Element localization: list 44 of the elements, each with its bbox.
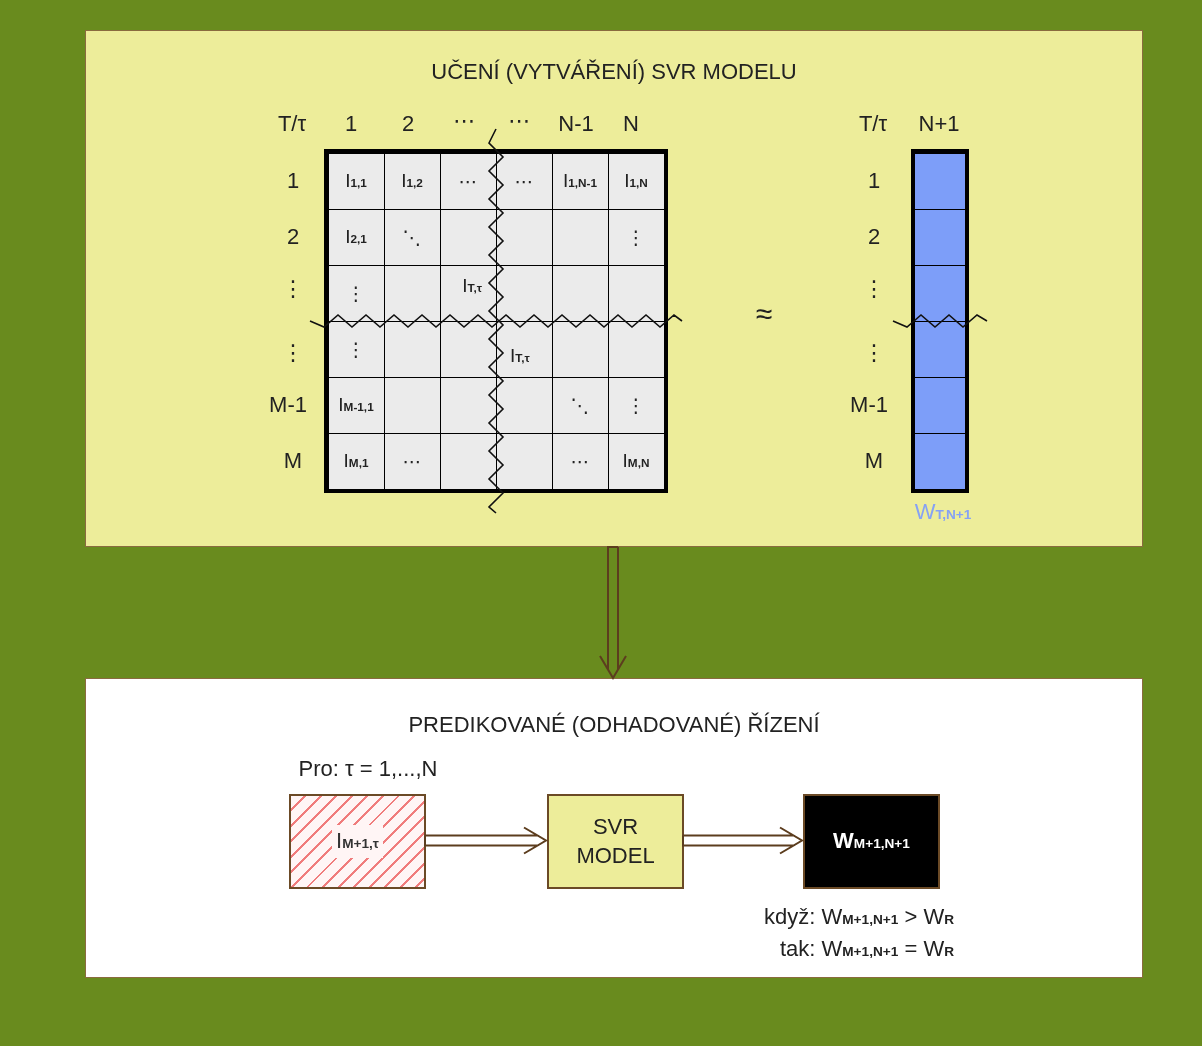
row-header: ⋮	[282, 340, 304, 366]
matrix-entry: ⋯	[402, 449, 422, 473]
column-header: ⋯	[453, 108, 475, 134]
output-box	[803, 794, 940, 889]
row-header: 1	[286, 168, 300, 194]
matrix-entry: ⋱	[402, 225, 422, 249]
column-header: N+1	[918, 111, 960, 137]
row-header: 2	[867, 224, 881, 250]
double-arrow	[424, 826, 548, 855]
input-box	[289, 794, 426, 889]
matrix-entry: ⋯	[458, 169, 478, 193]
column-header: T/τ	[858, 111, 888, 137]
panel-title: UČENÍ (VYTVÁŘENÍ) SVR MODELU	[430, 59, 798, 85]
matrix-entry: ⋱	[570, 393, 590, 417]
stage-panel	[85, 30, 1143, 547]
column-header: T/τ	[277, 111, 307, 137]
matrix-entry: ⋯	[514, 169, 534, 193]
column-header: 1	[344, 111, 358, 137]
double-arrow	[682, 826, 804, 855]
row-header: 1	[867, 168, 881, 194]
column-header: N-1	[558, 111, 594, 137]
matrix-entry: ⋮	[346, 337, 366, 361]
model-box	[547, 794, 684, 889]
row-header: M-1	[850, 392, 888, 418]
row-header: M-1	[269, 392, 307, 418]
loop-note: Pro: τ = 1,...,N	[298, 756, 438, 782]
column-header: ⋯	[508, 108, 530, 134]
matrix-entry: ⋮	[346, 281, 366, 305]
row-header: M	[283, 448, 303, 474]
row-header: 2	[286, 224, 300, 250]
row-header: ⋮	[282, 276, 304, 302]
matrix-entry: ⋮	[626, 225, 646, 249]
column-header: 2	[401, 111, 415, 137]
panel-title: PREDIKOVANÉ (ODHADOVANÉ) ŘÍZENÍ	[407, 712, 821, 738]
column-header: N	[623, 111, 639, 137]
approx-sign: ≈	[755, 297, 773, 331]
double-arrow	[599, 546, 627, 680]
matrix-entry: ⋯	[570, 449, 590, 473]
stage-panel	[85, 678, 1143, 978]
box-label: SVR MODEL	[575, 812, 656, 870]
row-header: ⋮	[863, 340, 885, 366]
row-header: M	[864, 448, 884, 474]
matrix-entry: ⋮	[626, 393, 646, 417]
row-header: ⋮	[863, 276, 885, 302]
